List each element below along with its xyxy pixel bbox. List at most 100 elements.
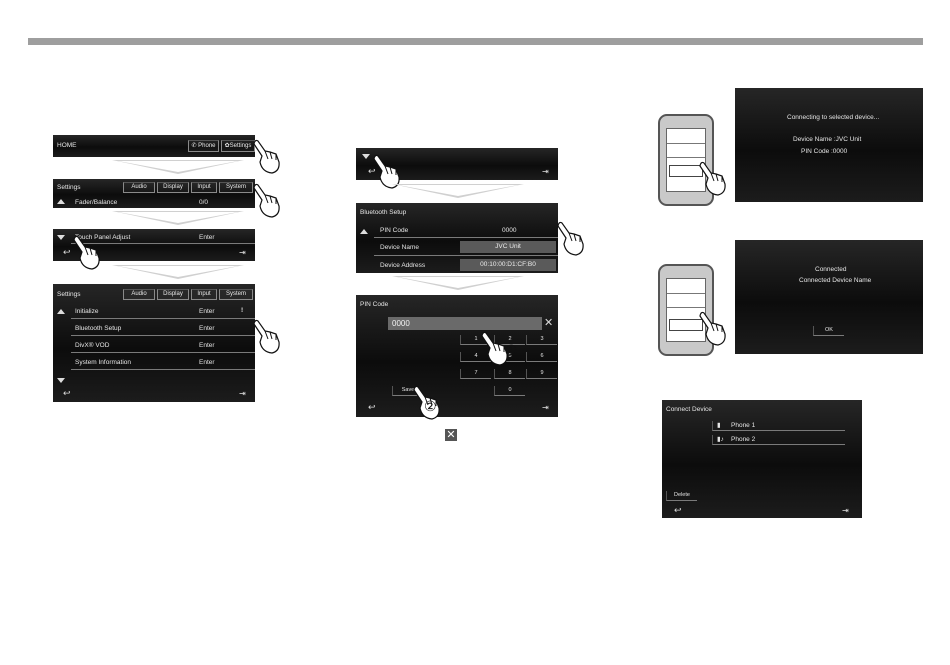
key-4[interactable]: 4 <box>460 352 491 362</box>
row-label: PIN Code <box>380 227 409 234</box>
save-button[interactable]: Save <box>392 386 423 396</box>
hand-pointer-icon <box>699 161 726 196</box>
scroll-down-icon[interactable] <box>362 154 370 159</box>
back-icon[interactable]: ↩ <box>63 247 71 257</box>
tab-input[interactable]: Input <box>191 289 217 300</box>
scroll-up-icon[interactable] <box>57 199 65 204</box>
tab-system[interactable]: System <box>219 182 253 193</box>
row-label: DivX® VOD <box>75 342 110 349</box>
device-name-field: JVC Unit <box>460 241 556 253</box>
tab-audio[interactable]: Audio <box>123 289 155 300</box>
scroll-up-icon[interactable] <box>57 309 65 314</box>
connecting-message: Connecting to selected device... <box>787 114 880 121</box>
screen-title: Bluetooth Setup <box>360 209 407 216</box>
hand-pointer-icon <box>557 221 584 256</box>
scroll-down-icon[interactable] <box>57 235 65 240</box>
exit-icon[interactable]: ⇥ <box>239 389 246 398</box>
device-list-item[interactable]: ▮ Phone 1 <box>712 421 845 431</box>
flow-arrow <box>392 184 524 198</box>
screen-title: Connect Device <box>666 406 712 413</box>
header-rule <box>28 38 923 45</box>
info-icon[interactable]: ! <box>241 307 244 314</box>
row-value[interactable]: Enter <box>199 234 215 241</box>
row-value[interactable]: Enter <box>199 359 215 366</box>
settings-audio-screen: Settings Audio Display Input System Fade… <box>53 179 255 208</box>
row-label: Device Name <box>380 244 420 251</box>
key-9[interactable]: 9 <box>526 369 557 379</box>
tab-display[interactable]: Display <box>157 289 189 300</box>
exit-icon[interactable]: ⇥ <box>239 248 246 257</box>
mobile-phone-icon <box>658 114 714 206</box>
home-title: HOME <box>57 142 77 149</box>
device-name-line: Device Name :JVC Unit <box>793 136 862 143</box>
step-1-marker: ① <box>505 342 518 358</box>
flow-arrow <box>112 265 244 279</box>
key-1[interactable]: 1 <box>460 335 491 345</box>
connected-device-name: Connected Device Name <box>799 277 872 284</box>
tab-system[interactable]: System <box>219 289 253 300</box>
screen-title: PIN Code <box>360 301 389 308</box>
back-icon[interactable]: ↩ <box>674 505 682 515</box>
back-icon[interactable]: ↩ <box>63 388 71 398</box>
hand-pointer-icon <box>481 331 508 366</box>
pin-entry-field[interactable]: 0000 <box>388 317 542 330</box>
clear-icon: ✕ <box>445 429 457 441</box>
row-value[interactable]: Enter <box>199 308 215 315</box>
key-2[interactable]: 2 <box>494 335 525 345</box>
key-6[interactable]: 6 <box>526 352 557 362</box>
tab-input[interactable]: Input <box>191 182 217 193</box>
back-icon[interactable]: ↩ <box>368 166 376 176</box>
scroll-up-icon[interactable] <box>360 229 368 234</box>
key-8[interactable]: 8 <box>494 369 525 379</box>
screen-title: Settings <box>57 291 81 298</box>
exit-icon[interactable]: ⇥ <box>542 167 549 176</box>
hand-pointer-icon <box>253 319 280 354</box>
row-value[interactable]: Enter <box>199 342 215 349</box>
back-icon[interactable]: ↩ <box>368 402 376 412</box>
delete-button[interactable]: Delete <box>666 491 697 501</box>
key-3[interactable]: 3 <box>526 335 557 345</box>
ok-button[interactable]: OK <box>813 326 844 336</box>
tab-audio[interactable]: Audio <box>123 182 155 193</box>
hand-pointer-icon <box>373 154 400 189</box>
connect-device-screen: Connect Device ▮ Phone 1 ▮♪ Phone 2 Dele… <box>662 400 862 518</box>
device-address-field: 00:10:00:D1:CF:B0 <box>460 259 556 271</box>
device-list-item[interactable]: ▮♪ Phone 2 <box>712 435 845 445</box>
key-0[interactable]: 0 <box>494 386 525 396</box>
settings-button[interactable]: ✿Settings <box>221 140 255 152</box>
tab-display[interactable]: Display <box>157 182 189 193</box>
hand-pointer-icon <box>253 183 280 218</box>
key-7[interactable]: 7 <box>460 369 491 379</box>
hand-pointer-icon <box>253 139 280 174</box>
exit-icon[interactable]: ⇥ <box>842 506 849 515</box>
pin-code-line: PIN Code :0000 <box>801 148 848 155</box>
hand-pointer-icon <box>699 311 726 346</box>
step-2-marker: ② <box>424 398 437 414</box>
mobile-phone-icon <box>658 264 714 356</box>
row-label: Device Address <box>380 262 426 269</box>
scroll-down-icon[interactable] <box>57 378 65 383</box>
clear-icon[interactable]: ✕ <box>544 317 554 329</box>
phone-audio-icon: ▮♪ <box>717 436 724 443</box>
exit-icon[interactable]: ⇥ <box>542 403 549 412</box>
settings-system-screen: Settings Audio Display Input System Init… <box>53 284 255 402</box>
hand-pointer-icon <box>73 235 100 270</box>
flow-arrow <box>112 160 244 174</box>
hand-pointer-icon <box>413 385 440 420</box>
screen-title: Settings <box>57 184 81 191</box>
connected-screen: Connected Connected Device Name OK <box>735 240 923 354</box>
connecting-screen: Connecting to selected device... Device … <box>735 88 923 202</box>
row-value[interactable]: Enter <box>199 325 215 332</box>
flow-arrow <box>392 276 524 290</box>
row-label: Initialize <box>75 308 99 315</box>
flow-arrow <box>112 211 244 225</box>
bluetooth-setup-screen: Bluetooth Setup PIN Code 0000 Device Nam… <box>356 203 558 273</box>
connected-title: Connected <box>815 266 847 273</box>
pin-code-screen: PIN Code 0000 ✕ 1 2 3 4 5 6 7 8 9 0 Save… <box>356 295 558 417</box>
row-label: Touch Panel Adjust <box>75 234 131 241</box>
phone-icon: ▮ <box>717 422 721 429</box>
row-label: Bluetooth Setup <box>75 325 122 332</box>
row-value[interactable]: 0/0 <box>199 199 209 206</box>
phone-button[interactable]: ✆ Phone <box>188 140 219 152</box>
pin-code-value[interactable]: 0000 <box>502 227 517 234</box>
